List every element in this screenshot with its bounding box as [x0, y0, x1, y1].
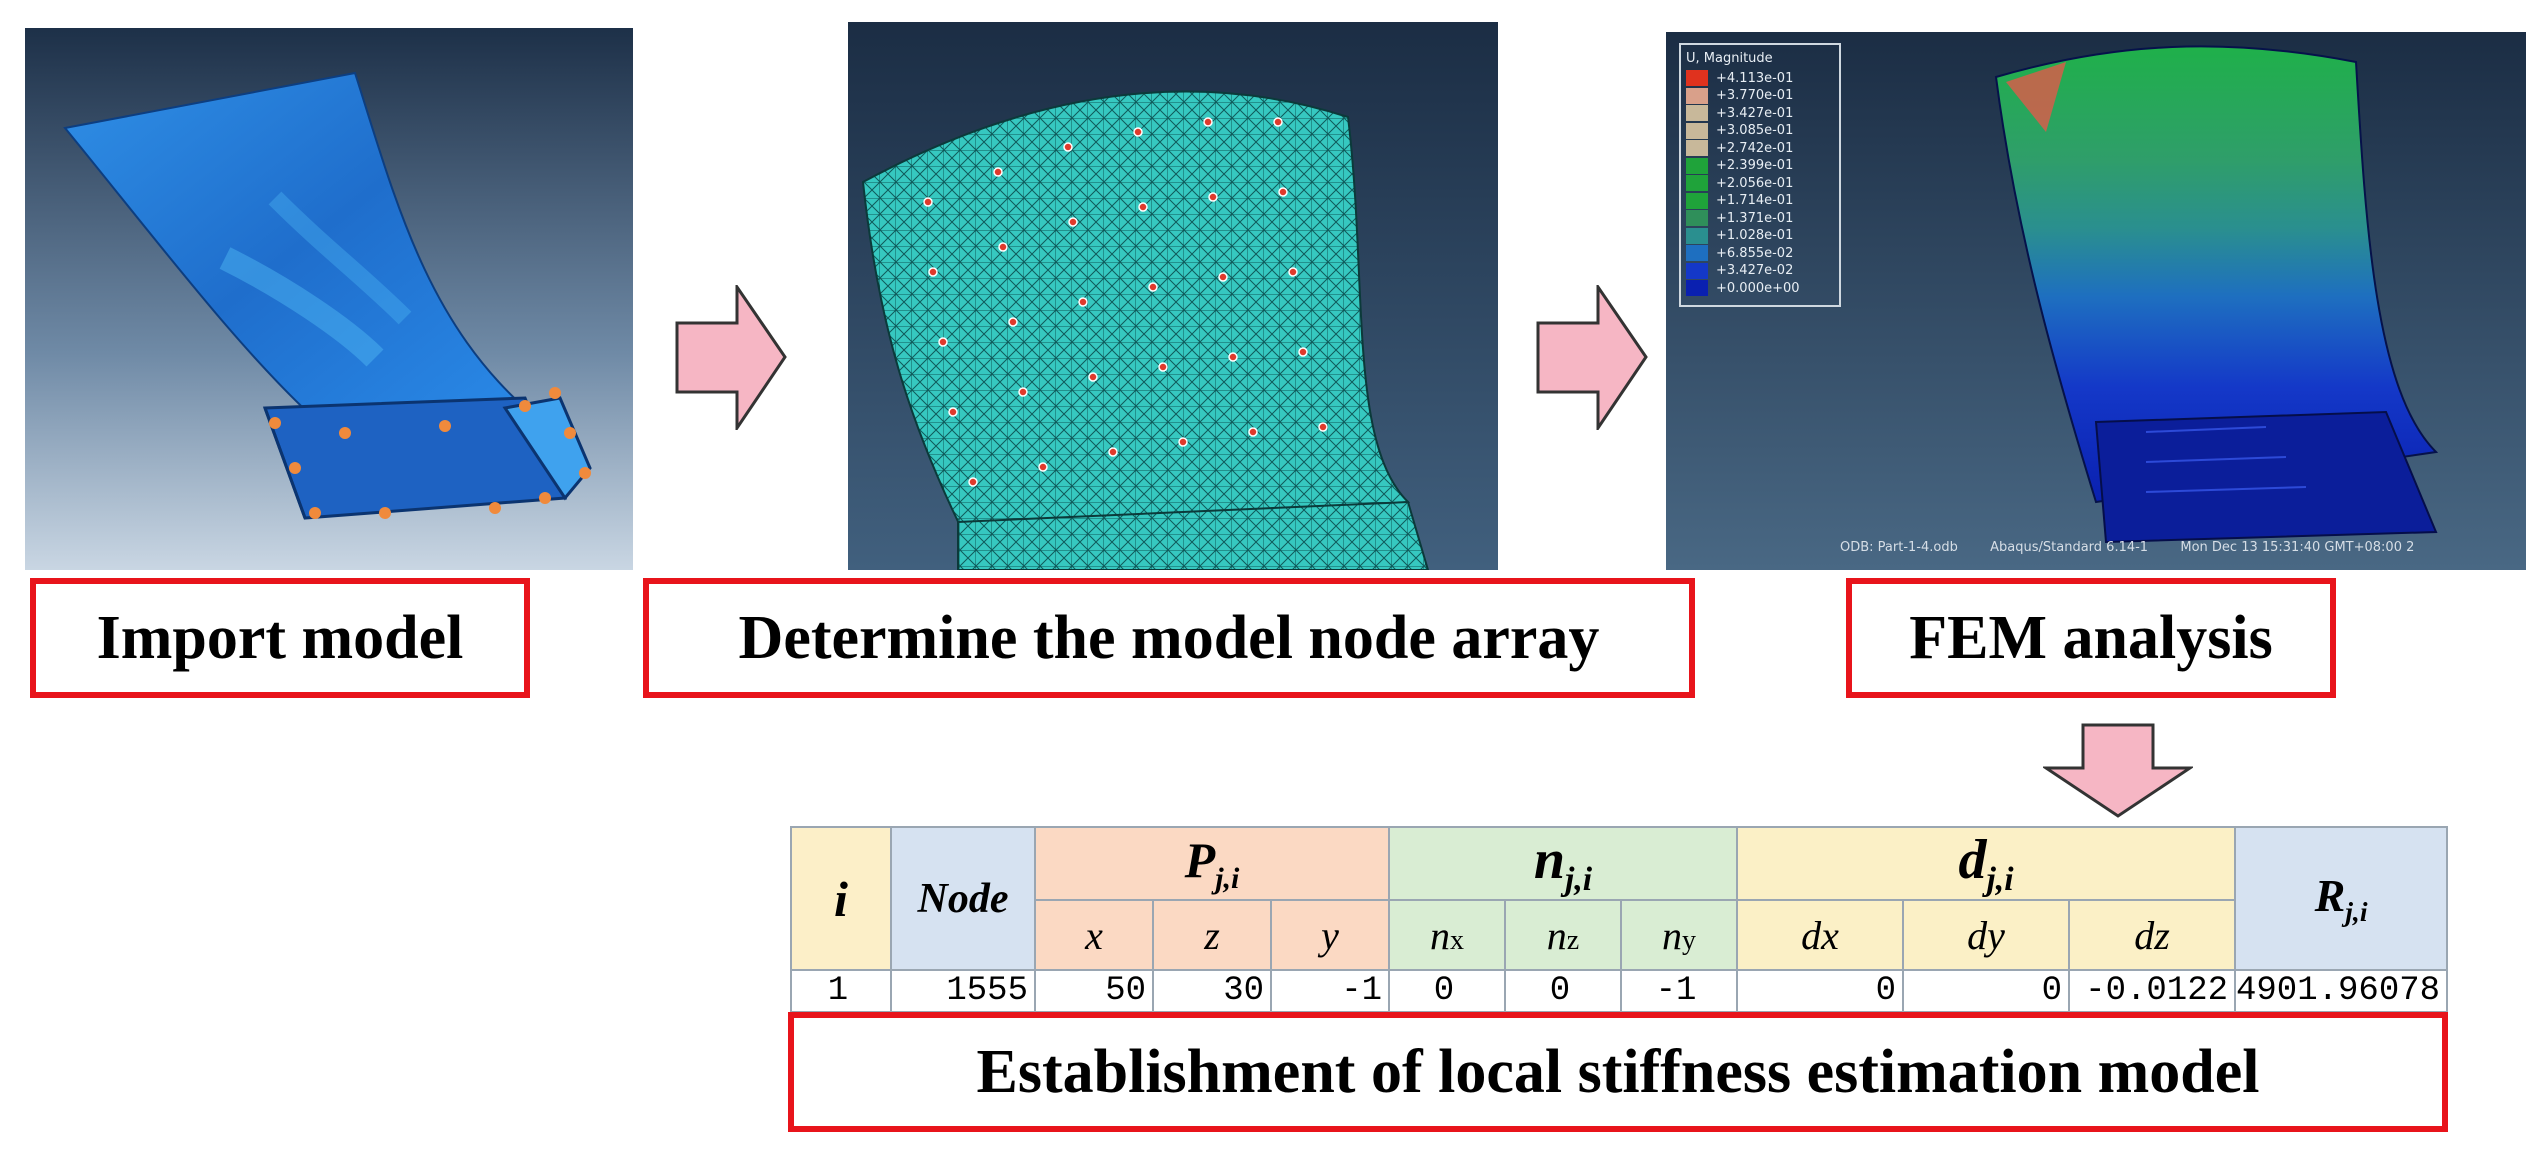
- table-header-row: i Node Pj,i nj,i dj,i Rj,i: [790, 825, 2449, 972]
- header-i: i: [790, 825, 892, 972]
- fem-legend-entry: +2.056e-01: [1686, 175, 1836, 193]
- fem-legend-swatch: [1686, 280, 1708, 297]
- fem-legend-swatch: [1686, 210, 1708, 227]
- fem-legend-entry: +3.085e-01: [1686, 122, 1836, 140]
- fem-legend-entry: +1.714e-01: [1686, 192, 1836, 210]
- subheader-nz: nz: [1504, 899, 1622, 972]
- fem-analysis-image: [1666, 32, 2526, 570]
- cell-node: 1555: [890, 969, 1036, 1014]
- fem-legend-entry: +1.028e-01: [1686, 227, 1836, 245]
- fem-legend-value: +6.855e-02: [1716, 245, 1794, 261]
- cell-ny: -1: [1620, 969, 1738, 1014]
- fem-legend-entry: +2.399e-01: [1686, 157, 1836, 175]
- fem-legend-entry: +1.371e-01: [1686, 210, 1836, 228]
- table-subheader-row: x z y nx nz ny dx dy dz: [791, 899, 2447, 972]
- import-model-image: [25, 28, 633, 570]
- fem-legend-value: +3.770e-01: [1716, 88, 1794, 103]
- arrow-down-icon: [2043, 723, 2193, 818]
- fem-footer-odb: ODB: Part-1-4.odb: [1840, 540, 1958, 555]
- fem-footer-date: Mon Dec 13 15:31:40 GMT+08:00 2: [2180, 540, 2415, 555]
- header-p: Pj,i: [1034, 825, 1390, 902]
- fem-legend-value: +2.056e-01: [1716, 175, 1794, 191]
- fem-legend-value: +4.113e-01: [1716, 70, 1794, 86]
- header-n: nj,i: [1388, 825, 1738, 902]
- fem-footer: ODB: Part-1-4.odb Abaqus/Standard 6.14-1…: [1840, 540, 2414, 555]
- cell-pz: 30: [1152, 969, 1272, 1014]
- cell-dy: 0: [1902, 969, 2070, 1014]
- fem-legend-swatch: [1686, 262, 1708, 279]
- cell-dz: -0.0122: [2068, 969, 2236, 1014]
- fem-legend-value: +0.000e+00: [1716, 280, 1800, 296]
- node-data-table: i Node Pj,i nj,i dj,i Rj,i x z y nx nz n…: [790, 825, 2449, 1014]
- fem-legend-entry: +3.427e-01: [1686, 105, 1836, 123]
- fem-legend-swatch: [1686, 87, 1708, 104]
- fem-legend-entry: +3.770e-01: [1686, 87, 1836, 105]
- subheader-nx: nx: [1388, 899, 1506, 972]
- header-d: dj,i: [1736, 825, 2236, 902]
- caption-fem-analysis: FEM analysis: [1846, 578, 2336, 698]
- caption-stiffness-model: Establishment of local stiffness estimat…: [788, 1012, 2448, 1132]
- fem-legend-entry: +2.742e-01: [1686, 140, 1836, 158]
- fem-footer-solver: Abaqus/Standard 6.14-1: [1990, 540, 2149, 555]
- cell-py: -1: [1270, 969, 1390, 1014]
- cell-r: 4901.96078: [2233, 969, 2449, 1014]
- arrow-right-icon: [1536, 285, 1648, 430]
- arrow-right-icon: [675, 285, 787, 430]
- fem-legend-title: U, Magnitude: [1686, 51, 1773, 66]
- fem-legend-entry: +6.855e-02: [1686, 245, 1836, 263]
- fem-legend-entry: +0.000e+00: [1686, 280, 1836, 298]
- fem-legend-value: +2.742e-01: [1716, 140, 1794, 156]
- header-r: Rj,i: [2233, 825, 2449, 972]
- fem-legend-swatch: [1686, 157, 1708, 174]
- fem-legend-swatch: [1686, 245, 1708, 262]
- fem-legend-swatch: [1686, 140, 1708, 157]
- node-array-image: [848, 22, 1498, 570]
- cell-px: 50: [1034, 969, 1154, 1014]
- fem-legend-swatch: [1686, 122, 1708, 139]
- fem-legend-value: +2.399e-01: [1716, 158, 1794, 173]
- cell-dx: 0: [1736, 969, 1904, 1014]
- fem-legend-value: +3.427e-01: [1716, 105, 1794, 121]
- caption-import-model: Import model: [30, 578, 530, 698]
- fem-legend-entry: +3.427e-02: [1686, 262, 1836, 280]
- fem-legend: U, Magnitude +4.113e-01 +3.770e-01 +3.427e…: [1686, 50, 1836, 297]
- fem-legend-value: +1.714e-01: [1716, 193, 1794, 208]
- fem-legend-value: +1.371e-01: [1716, 210, 1794, 226]
- cell-nz: 0: [1504, 969, 1622, 1014]
- header-node: Node: [890, 825, 1036, 972]
- fem-legend-swatch: [1686, 105, 1708, 122]
- caption-node-array: Determine the model node array: [643, 578, 1695, 698]
- fem-legend-entry: +4.113e-01: [1686, 70, 1836, 88]
- subheader-x: x: [1034, 899, 1154, 972]
- fem-legend-value: +3.085e-01: [1716, 123, 1794, 138]
- fem-legend-swatch: [1686, 192, 1708, 209]
- fem-legend-swatch: [1686, 70, 1708, 87]
- subheader-z: z: [1152, 899, 1272, 972]
- fem-legend-rows: +4.113e-01 +3.770e-01 +3.427e-01 +3.085e-01…: [1686, 70, 1836, 298]
- fem-legend-swatch: [1686, 175, 1708, 192]
- table-row: 1 1555 50 30 -1 0 0 -1 0 0 -0.0122 4901.…: [790, 969, 2449, 1014]
- subheader-ny: ny: [1620, 899, 1738, 972]
- cell-i: 1: [790, 969, 892, 1014]
- fem-legend-swatch: [1686, 227, 1708, 244]
- subheader-dz: dz: [2068, 899, 2236, 972]
- fem-legend-value: +3.427e-02: [1716, 263, 1794, 278]
- subheader-y: y: [1270, 899, 1390, 972]
- subheader-dy: dy: [1902, 899, 2070, 972]
- cell-nx: 0: [1388, 969, 1506, 1014]
- fem-legend-value: +1.028e-01: [1716, 228, 1794, 243]
- subheader-dx: dx: [1736, 899, 1904, 972]
